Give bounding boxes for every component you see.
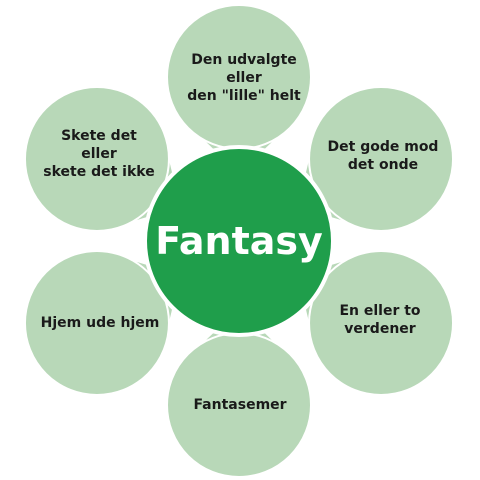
petal-upper-left bbox=[23, 86, 179, 232]
petal-bottom bbox=[166, 311, 312, 478]
petal-upper-left-head bbox=[23, 86, 170, 232]
petal-label-skete-det: Skete det eller skete det ikke bbox=[43, 128, 155, 180]
petal-lower-right-head bbox=[308, 250, 455, 396]
petal-lower-left-head bbox=[23, 250, 170, 396]
petal-label-en-eller-to-verdener: En eller to verdener bbox=[339, 303, 421, 337]
center-circle bbox=[143, 145, 335, 337]
petal-label-det-gode-mod-det-onde: Det gode mod det onde bbox=[327, 139, 439, 173]
petal-label-den-udvalgte: Den udvalgte eller den "lille" helt bbox=[187, 52, 301, 104]
petal-top bbox=[166, 4, 312, 171]
petal-label-hjem-ude-hjem: Hjem ude hjem bbox=[40, 315, 160, 331]
center-label: Fantasy bbox=[155, 219, 323, 263]
petal-label-fantasemer: Fantasemer bbox=[193, 397, 287, 413]
petal-upper-right-head bbox=[308, 86, 455, 232]
